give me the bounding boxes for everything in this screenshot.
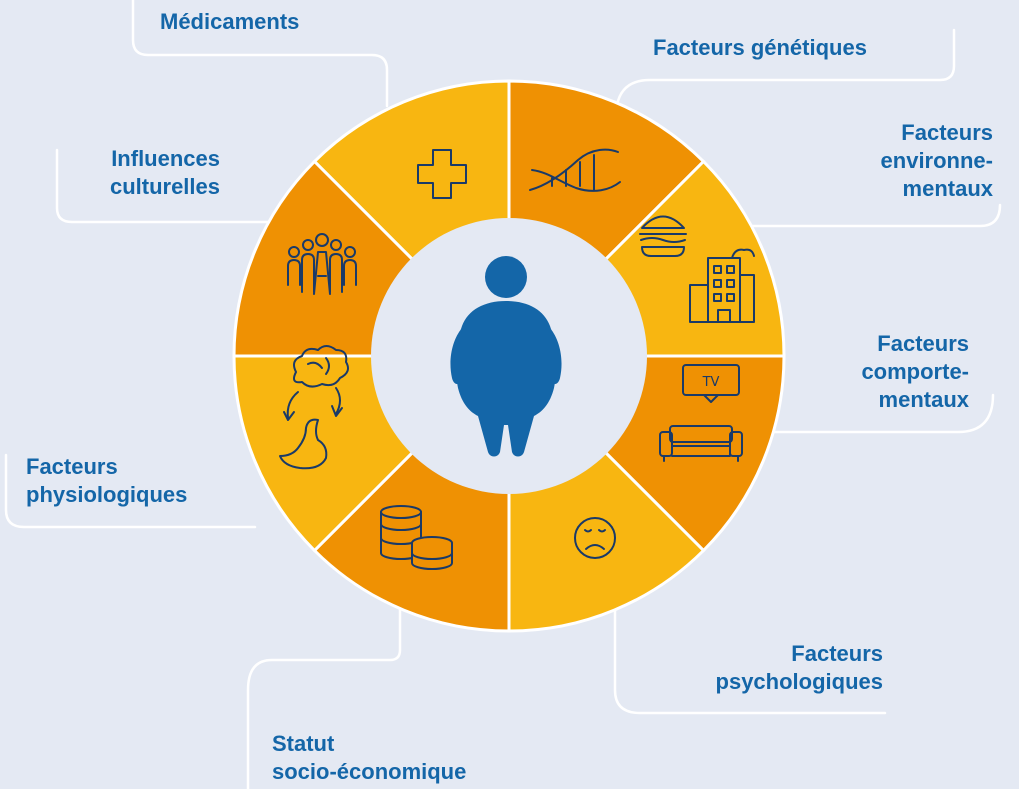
label-medications: Médicaments xyxy=(160,8,299,36)
label-line: socio-économique xyxy=(272,759,467,784)
label-behavioral: Facteurs comporte- mentaux xyxy=(861,330,969,414)
coins-icon xyxy=(380,505,453,570)
group-icon xyxy=(287,233,357,295)
sad-face-icon xyxy=(574,517,616,559)
label-line: Facteurs génétiques xyxy=(653,35,867,60)
connector-genetic xyxy=(615,28,956,107)
label-line: Influences xyxy=(111,146,220,171)
dna-icon xyxy=(529,148,621,192)
label-line: Facteurs xyxy=(877,331,969,356)
medical-cross-icon xyxy=(417,149,467,199)
label-line: mentaux xyxy=(902,176,993,201)
connector-cultural xyxy=(55,148,284,224)
label-line: mentaux xyxy=(878,387,969,412)
label-line: physiologiques xyxy=(26,482,188,507)
connector-medications xyxy=(131,0,389,108)
label-psychological: Facteurs psychologiques xyxy=(716,640,883,696)
brain-stomach-icon xyxy=(279,345,349,470)
svg-text:TV: TV xyxy=(702,375,720,390)
label-line: Facteurs xyxy=(791,641,883,666)
label-line: Statut xyxy=(272,731,335,756)
connector-behavioral xyxy=(748,393,995,434)
connector-psychological xyxy=(613,608,887,715)
connector-lines xyxy=(4,0,1002,789)
label-cultural: Influences culturelles xyxy=(70,145,220,201)
label-line: culturelles xyxy=(109,174,220,199)
label-line: comporte- xyxy=(861,359,969,384)
label-line: environne- xyxy=(880,148,993,173)
connector-environmental xyxy=(726,203,1002,234)
label-socioeconomic: Statut socio-économique xyxy=(272,730,466,786)
label-line: psychologiques xyxy=(715,669,883,694)
person-figure-icon xyxy=(450,256,562,457)
label-genetic: Facteurs génétiques xyxy=(653,34,867,62)
connector-physiological xyxy=(4,453,257,529)
label-line: Facteurs xyxy=(26,454,118,479)
label-line: Facteurs xyxy=(901,120,993,145)
label-physiological: Facteurs physiologiques xyxy=(26,453,187,509)
burger-building-icon xyxy=(639,215,755,323)
connector-socioeconomic xyxy=(246,603,402,789)
tv-sofa-icon: TV xyxy=(659,364,743,462)
label-environmental: Facteurs environne- mentaux xyxy=(881,119,993,203)
wheel-icons: TV xyxy=(279,148,755,570)
label-line: Médicaments xyxy=(160,9,300,34)
